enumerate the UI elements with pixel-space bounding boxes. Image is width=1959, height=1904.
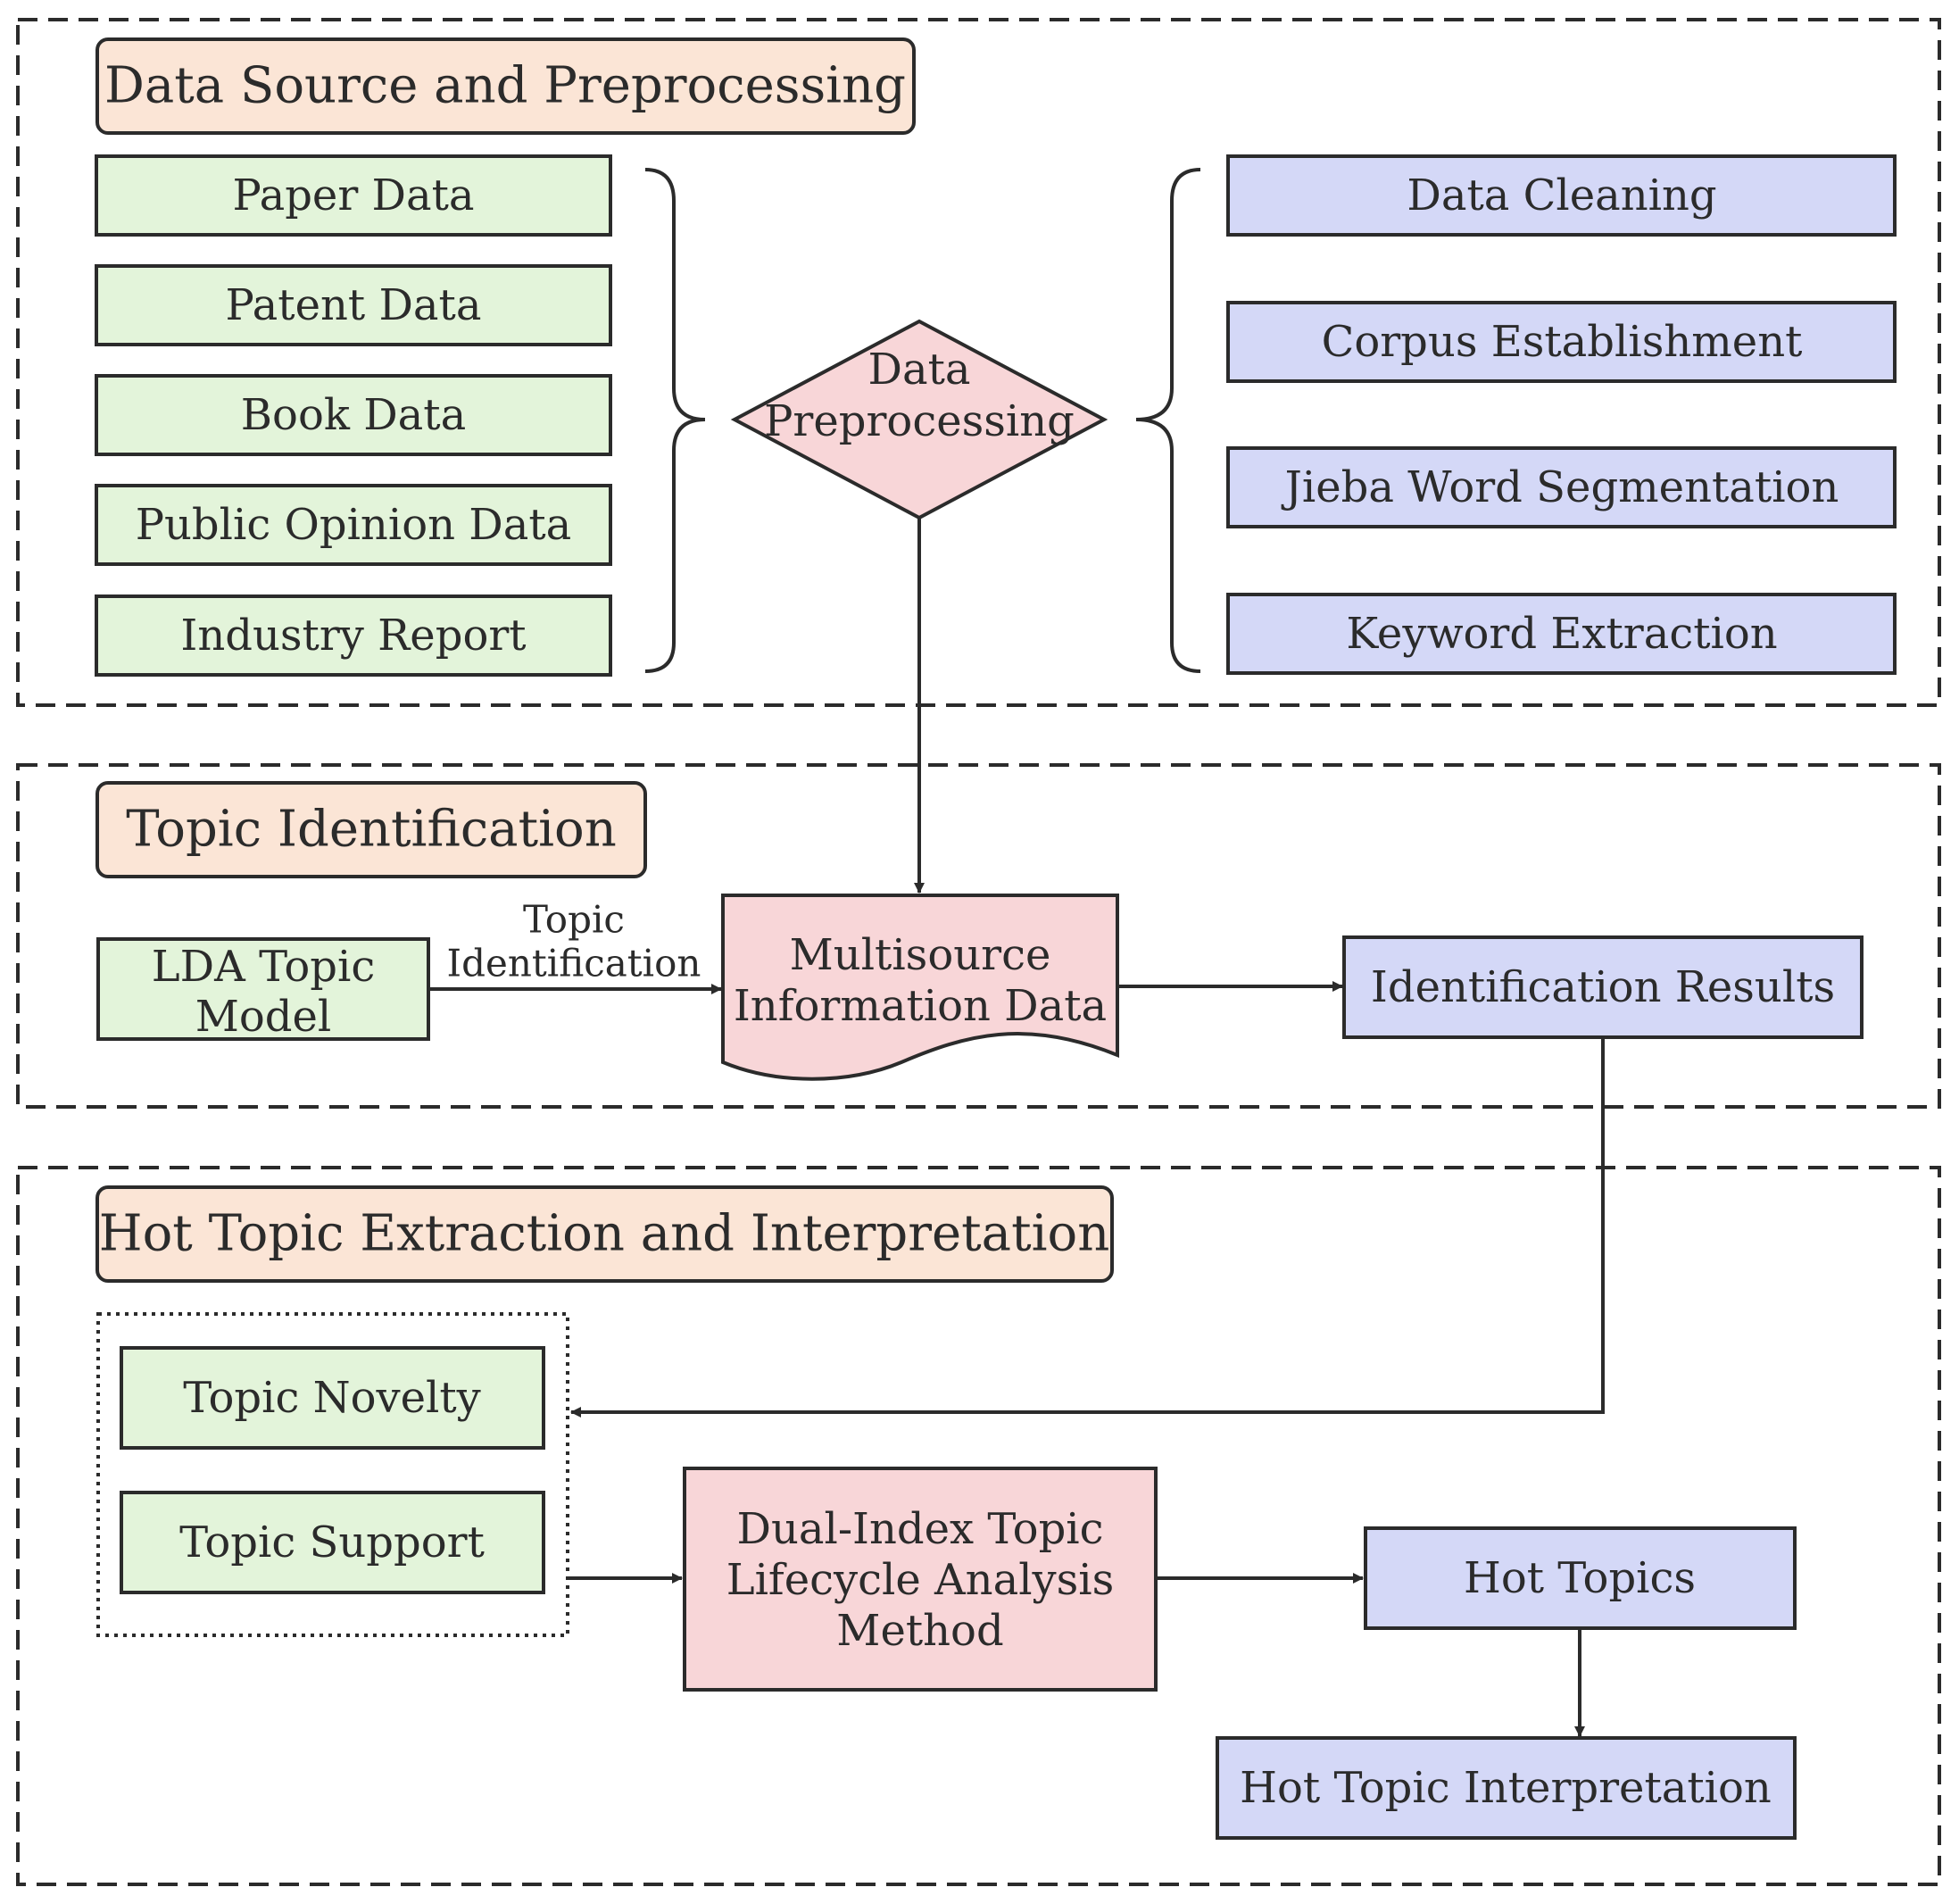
svg-text:Multisource: Multisource	[790, 930, 1051, 980]
section-title-identification: Topic Identification	[95, 781, 647, 878]
step-box-data-cleaning: Data Cleaning	[1226, 154, 1897, 237]
svg-text:Corpus Establishment: Corpus Establishment	[1322, 317, 1803, 367]
hot-topics-box: Hot Topics	[1364, 1526, 1797, 1630]
arrow-results-to-indices	[570, 1037, 1605, 1418]
dual-index-method-box: Dual-Index Topic Lifecycle Analysis Meth…	[683, 1467, 1158, 1692]
svg-text:Hot Topics: Hot Topics	[1464, 1553, 1696, 1603]
section-frame-source	[16, 18, 1941, 707]
source-box-paper-data: Paper Data	[95, 154, 612, 237]
svg-text:Patent Data: Patent Data	[226, 280, 482, 330]
svg-text:Model: Model	[195, 992, 332, 1042]
svg-text:Information Data: Information Data	[734, 981, 1107, 1031]
svg-text:Industry Report: Industry Report	[180, 611, 526, 661]
svg-text:Lifecycle Analysis: Lifecycle Analysis	[726, 1555, 1115, 1605]
svg-text:LDA Topic: LDA Topic	[152, 942, 375, 992]
svg-text:Identification Results: Identification Results	[1371, 962, 1835, 1012]
section-frame-identification	[16, 763, 1941, 1109]
step-box-corpus-establishment: Corpus Establishment	[1226, 301, 1897, 383]
indices-group	[96, 1312, 569, 1637]
section-title-hot: Hot Topic Extraction and Interpretation	[95, 1185, 1114, 1283]
right-curly-brace	[1135, 168, 1201, 673]
svg-text:Topic Support: Topic Support	[179, 1517, 485, 1567]
svg-text:Public Opinion Data: Public Opinion Data	[136, 500, 572, 550]
svg-text:Paper Data: Paper Data	[232, 170, 474, 220]
svg-text:Topic Novelty: Topic Novelty	[183, 1373, 481, 1423]
section-title-source: Data Source and Preprocessing	[95, 37, 916, 135]
svg-text:Dual-Index Topic: Dual-Index Topic	[736, 1504, 1103, 1554]
svg-text:Hot Topic Extraction and Inter: Hot Topic Extraction and Interpretation	[99, 1205, 1110, 1263]
svg-text:Preprocessing: Preprocessing	[764, 396, 1075, 446]
edge-label-topic-identification-line2: Identification	[447, 942, 701, 985]
lda-topic-model-box: LDA Topic Model	[96, 937, 430, 1042]
source-box-patent-data: Patent Data	[95, 264, 612, 346]
topic-support-box: Topic Support	[120, 1491, 545, 1594]
source-box-public-opinion-data: Public Opinion Data	[95, 484, 612, 566]
step-box-jieba-word-segmentation: Jieba Word Segmentation	[1226, 446, 1897, 528]
svg-text:Data Source and Preprocessing: Data Source and Preprocessing	[104, 57, 906, 115]
svg-text:Jieba Word Segmentation: Jieba Word Segmentation	[1281, 462, 1839, 512]
multisource-information-document: Multisource Information Data	[721, 894, 1119, 1081]
data-preprocessing-diamond: Data Preprocessing	[730, 319, 1108, 520]
source-box-industry-report: Industry Report	[95, 594, 612, 677]
svg-text:Method: Method	[836, 1606, 1003, 1656]
svg-text:Data: Data	[867, 345, 970, 395]
svg-text:Hot Topic Interpretation: Hot Topic Interpretation	[1240, 1763, 1772, 1813]
svg-text:Topic Identification: Topic Identification	[126, 801, 617, 859]
edge-label-topic-identification-line1: Topic	[523, 898, 625, 942]
source-box-book-data: Book Data	[95, 374, 612, 456]
topic-novelty-box: Topic Novelty	[120, 1346, 545, 1450]
section-frame-hot	[16, 1166, 1941, 1886]
step-box-keyword-extraction: Keyword Extraction	[1226, 593, 1897, 675]
svg-text:Data Cleaning: Data Cleaning	[1407, 170, 1716, 220]
svg-text:Keyword Extraction: Keyword Extraction	[1346, 609, 1777, 659]
hot-topic-interpretation-box: Hot Topic Interpretation	[1216, 1736, 1797, 1840]
left-curly-brace	[644, 168, 706, 673]
identification-results-box: Identification Results	[1342, 935, 1864, 1039]
svg-text:Book Data: Book Data	[241, 390, 466, 440]
